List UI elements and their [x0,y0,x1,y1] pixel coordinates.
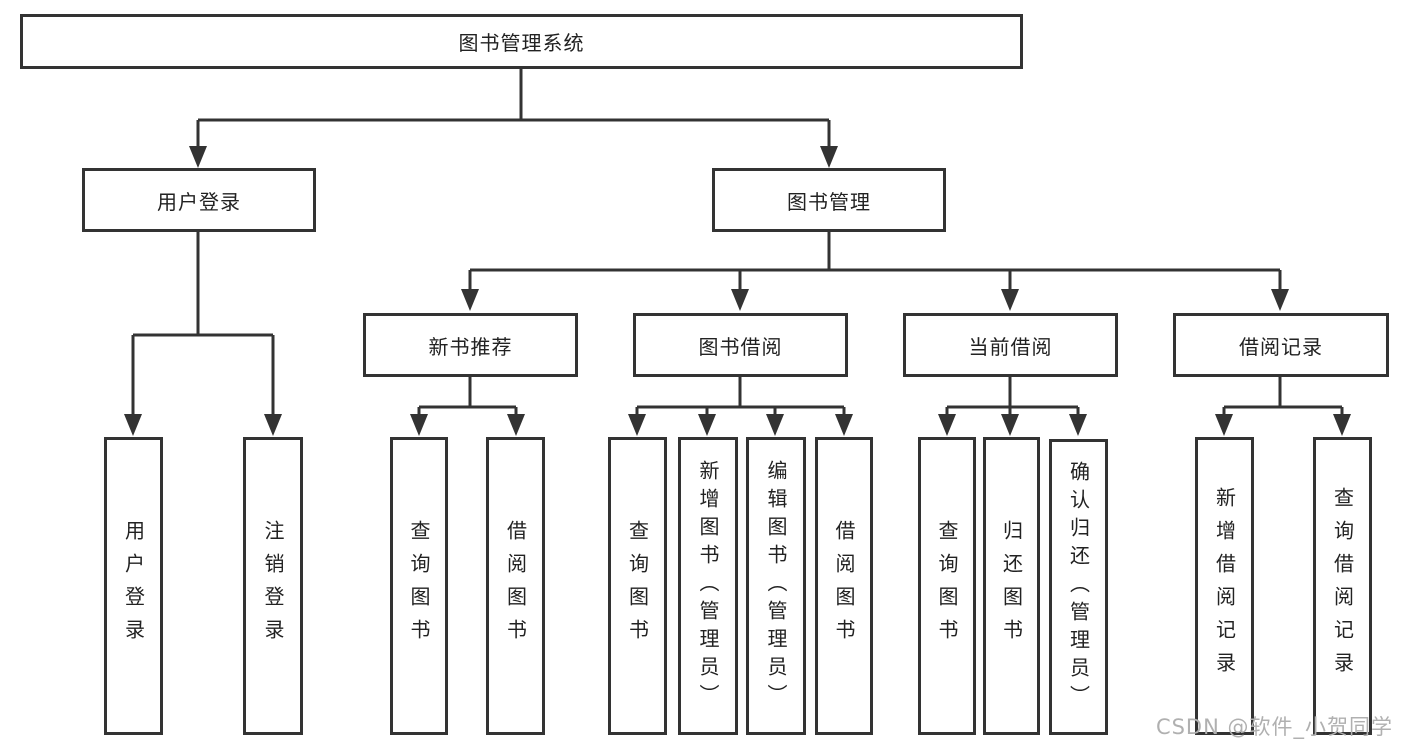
node-root-label: 图书管理系统 [458,31,585,55]
node-borrowing-records-label: 借阅记录 [1239,334,1323,359]
leaf-br-query-borrow-record: 查询借阅记录 [1313,437,1372,735]
node-current-borrowing-label: 当前借阅 [968,334,1053,359]
leaf-br-query-borrow-record-label: 查询借阅记录 [1330,487,1355,685]
leaf-cb-query-books-label: 查询图书 [935,520,959,652]
connector-segments [131,69,1344,416]
leaf-nb-borrow-books: 借阅图书 [486,437,545,735]
node-user-login-branch: 用户登录 [82,168,316,232]
leaf-bb-borrow-books-label: 借阅图书 [832,520,856,652]
leaf-nb-borrow-books-label: 借阅图书 [503,520,528,652]
leaf-cb-return-books: 归还图书 [983,437,1040,735]
leaf-logout: 注销登录 [243,437,303,735]
leaf-nb-query-books: 查询图书 [390,437,448,735]
leaf-bb-add-books-admin-label: 新增图书（管理员） [696,460,720,712]
leaf-bb-edit-books-admin-label: 编辑图书（管理员） [764,460,788,712]
leaf-user-login-label: 用户登录 [121,520,146,652]
node-current-borrowing: 当前借阅 [903,313,1118,377]
leaf-cb-return-books-label: 归还图书 [999,520,1024,652]
node-user-login-branch-label: 用户登录 [157,189,241,214]
node-book-management-branch: 图书管理 [712,168,946,232]
leaf-nb-query-books-label: 查询图书 [407,520,431,652]
node-new-book-recommend: 新书推荐 [363,313,578,377]
leaf-bb-borrow-books: 借阅图书 [815,437,873,735]
leaf-bb-add-books-admin: 新增图书（管理员） [678,437,738,735]
leaf-br-add-borrow-record: 新增借阅记录 [1195,437,1254,735]
node-book-management-branch-label: 图书管理 [787,189,871,214]
leaf-bb-edit-books-admin: 编辑图书（管理员） [746,437,806,735]
node-borrowing-records: 借阅记录 [1173,313,1389,377]
leaf-br-add-borrow-record-label: 新增借阅记录 [1212,487,1237,685]
leaf-user-login: 用户登录 [104,437,163,735]
node-root-system: 图书管理系统 [20,14,1023,69]
node-book-borrowing-label: 图书借阅 [698,334,783,359]
csdn-watermark: CSDN @软件_小贺同学 [1155,715,1393,739]
node-new-book-recommend-label: 新书推荐 [428,334,513,359]
leaf-cb-query-books: 查询图书 [918,437,976,735]
arrowheads [124,146,1351,436]
leaf-bb-query-books-label: 查询图书 [625,520,650,652]
leaf-cb-confirm-return-admin: 确认归还（管理员） [1049,439,1108,735]
node-book-borrowing: 图书借阅 [633,313,848,377]
leaf-logout-label: 注销登录 [261,520,285,652]
leaf-bb-query-books: 查询图书 [608,437,667,735]
leaf-cb-confirm-return-admin-label: 确认归还（管理员） [1066,461,1091,713]
